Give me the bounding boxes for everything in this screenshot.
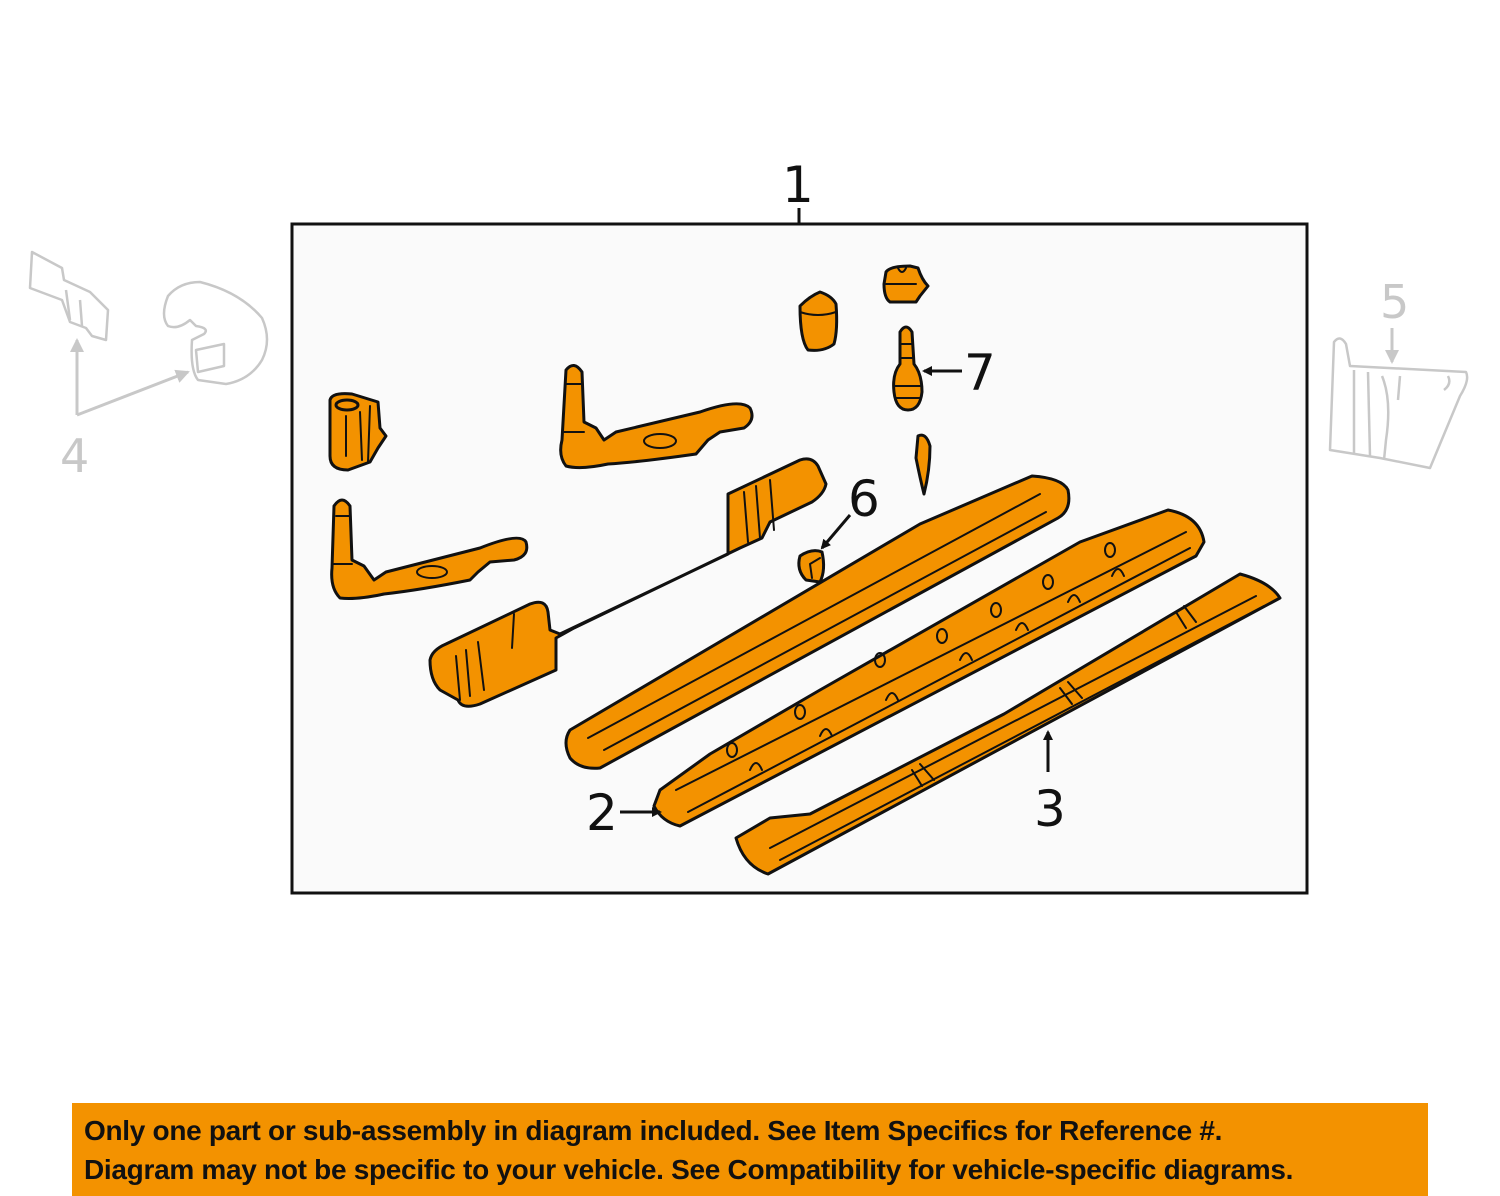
disclaimer-line-2: Diagram may not be specific to your vehi… [84, 1154, 1294, 1185]
callout-1: 1 [782, 156, 814, 214]
callout-6: 6 [848, 470, 880, 528]
part-floor-crossmember [428, 457, 828, 708]
part-6-cap [797, 549, 826, 584]
part-7-pin [892, 325, 924, 412]
callout-6-arrow [820, 514, 852, 550]
part-3-sill-plate [734, 572, 1282, 876]
part-block [882, 264, 930, 304]
part-support-block [328, 392, 388, 472]
disclaimer-banner: Only one part or sub-assembly in diagram… [72, 1103, 1428, 1196]
ghost-part-group-4 [28, 250, 269, 417]
part-cap [798, 290, 839, 352]
part-inner-rocker [564, 474, 1071, 770]
disclaimer-line-1: Only one part or sub-assembly in diagram… [84, 1115, 1223, 1146]
part-pin-small [914, 433, 932, 496]
part-outrigger-upper [559, 364, 754, 470]
part-outrigger-lower [330, 498, 529, 600]
ghost-bracket-icon [28, 250, 110, 342]
callout-4: 4 [60, 429, 89, 483]
ghost-part-5 [1328, 328, 1469, 470]
ghost-splash-shield-icon [1328, 337, 1469, 470]
callout-5: 5 [1380, 275, 1409, 329]
callout-3: 3 [1034, 780, 1066, 838]
callout-2: 2 [586, 784, 618, 842]
callout-7: 7 [964, 344, 996, 402]
ghost-cover-icon [162, 280, 269, 386]
